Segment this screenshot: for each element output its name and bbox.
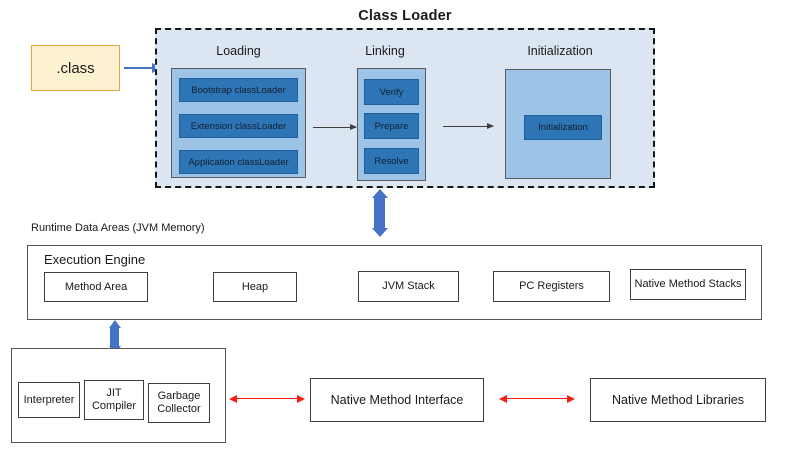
memory-area-jvm-stack: JVM Stack [358,271,459,302]
arrow-class-to-loader [124,61,162,74]
engine-component-jit-compiler: JIT Compiler [84,380,144,420]
arrow-engine-to-native-interface [236,398,298,400]
phase-label-loading: Loading [216,44,261,58]
memory-area-pc-registers: PC Registers [493,271,610,302]
execution-engine-label: Execution Engine [44,252,146,267]
chip-resolve: Resolve [364,148,419,174]
chip-verify: Verify [364,79,419,105]
native-method-libraries-box: Native Method Libraries [590,378,766,422]
phase-label-initialization: Initialization [527,44,593,58]
arrow-linking-to-initialization [443,122,494,130]
phase-label-linking: Linking [365,44,405,58]
native-method-interface-box: Native Method Interface [310,378,484,422]
arrow-runtime-to-execution-engine [110,327,119,347]
arrow-classloader-to-runtime [374,197,385,229]
memory-area-method-area: Method Area [44,272,148,302]
chip-extension-classloader: Extension classLoader [179,114,298,138]
chip-application-classloader: Application classLoader [179,150,298,174]
chip-initialization: Initialization [524,115,602,140]
memory-area-native-method-stacks: Native Method Stacks [630,269,746,300]
engine-component-garbage-collector: Garbage Collector [148,383,210,423]
dot-class-label: .class [56,59,95,77]
arrow-loading-to-linking [313,123,357,131]
chip-prepare: Prepare [364,113,419,139]
arrow-native-interface-to-libraries [506,398,568,400]
runtime-data-areas-label: Runtime Data Areas (JVM Memory) [31,222,205,234]
memory-area-heap: Heap [213,272,297,302]
engine-component-interpreter: Interpreter [18,382,80,418]
class-loader-title: Class Loader [358,8,452,24]
chip-bootstrap-classloader: Bootstrap classLoader [179,78,298,102]
dot-class-box: .class [31,45,120,91]
